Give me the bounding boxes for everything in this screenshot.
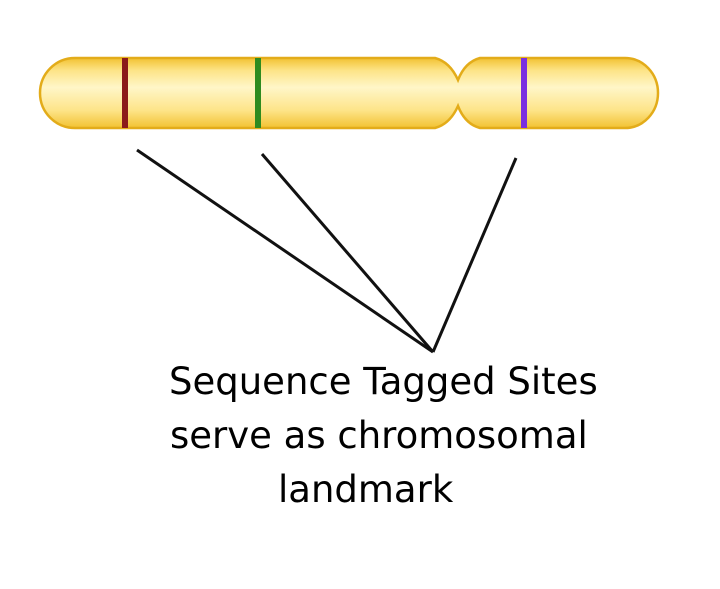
pointer-line-3: [431, 157, 518, 353]
caption-line-3: landmark: [278, 468, 454, 511]
pointer-line-2: [260, 153, 435, 353]
caption-line-1: Sequence Tagged Sites: [169, 360, 598, 403]
pointer-line-1: [136, 148, 434, 354]
sts-marker-red: [122, 58, 128, 128]
caption-line-2: serve as chromosomal: [170, 414, 588, 457]
sts-marker-purple: [521, 58, 527, 128]
chromosome-body: [38, 56, 660, 130]
sts-marker-green: [255, 58, 261, 128]
